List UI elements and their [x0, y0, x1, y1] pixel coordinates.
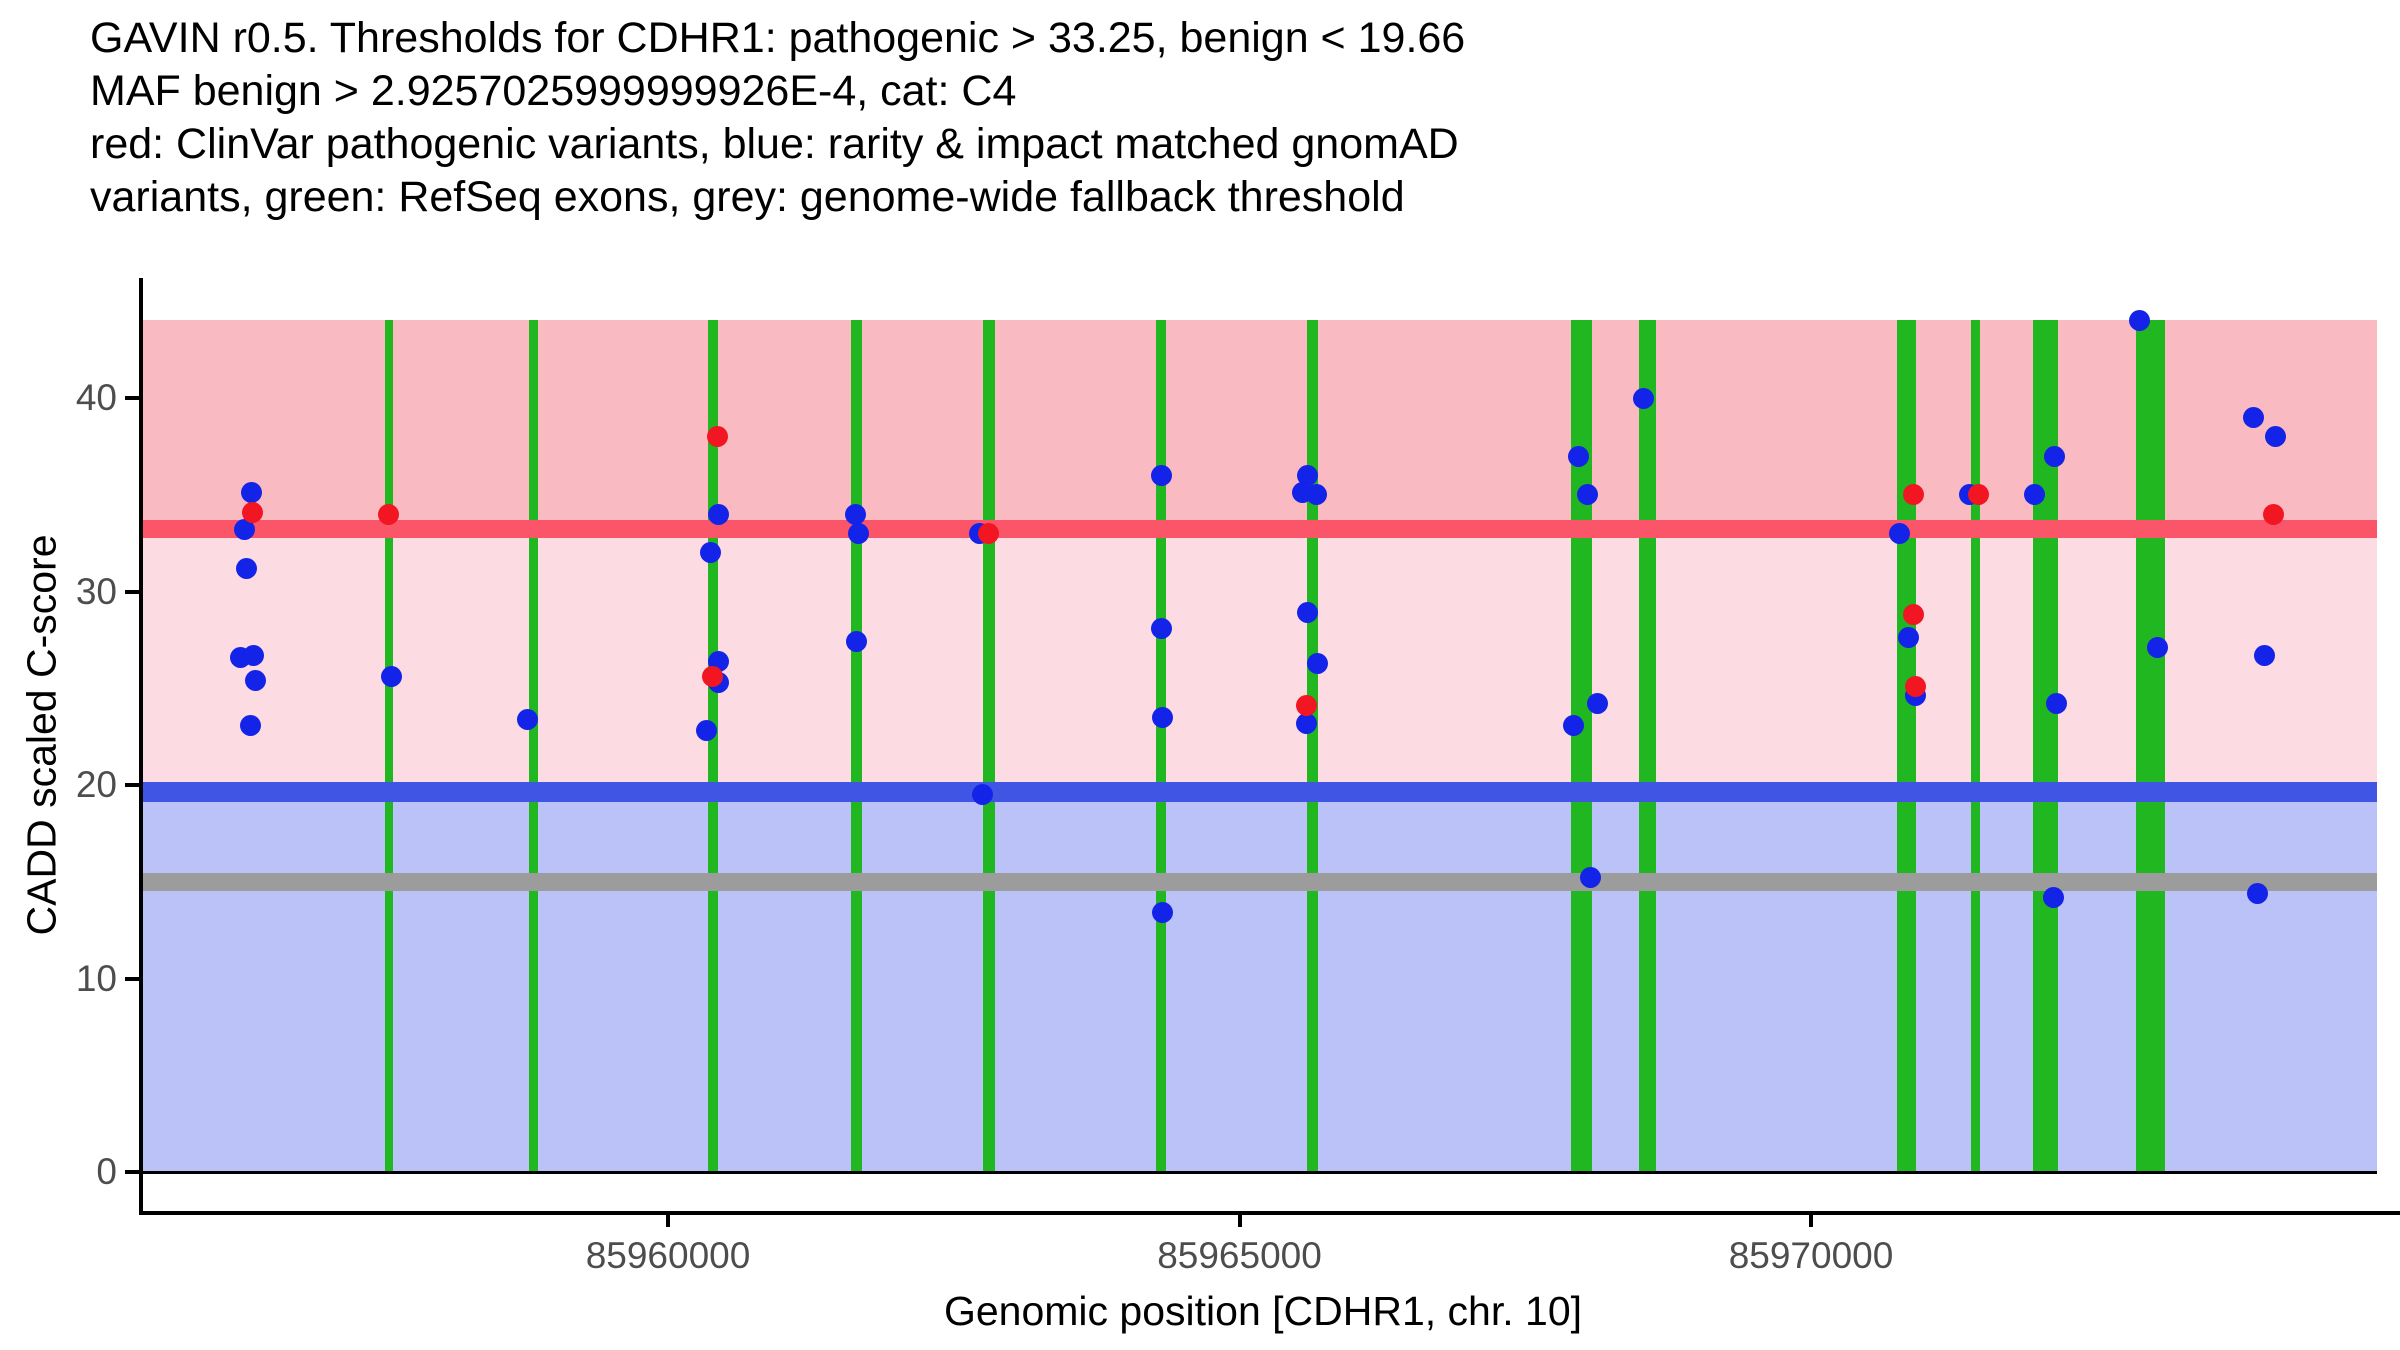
gnomad-point [245, 670, 267, 691]
gnomad-point [971, 784, 993, 806]
gnomad-point [700, 542, 722, 564]
refseq-exon-bar [2136, 320, 2166, 1172]
refseq-exon-bar [1156, 320, 1167, 1172]
y-axis-title: CADD scaled C-score [18, 534, 65, 936]
gnomad-point [2046, 693, 2068, 715]
y-axis-tick [125, 1170, 139, 1174]
plot-title-line4: variants, green: RefSeq exons, grey: gen… [90, 173, 1405, 221]
gnomad-point [243, 644, 265, 666]
gnomad-point [1889, 522, 1911, 544]
gnomad-point [1586, 693, 1608, 715]
clinvar-point [1903, 484, 1925, 506]
gnomad-point [847, 522, 869, 544]
refseq-exon-bar [1639, 320, 1657, 1172]
gnomad-point [1306, 652, 1328, 674]
clinvar-point [977, 522, 999, 544]
fallback-threshold-line [141, 872, 2377, 891]
refseq-exon-bar [1971, 320, 1981, 1172]
gnomad-point [845, 631, 867, 653]
y-axis-tick-label: 20 [75, 764, 117, 805]
gnomad-point [1632, 387, 1654, 409]
gnomad-point [236, 557, 258, 579]
gnomad-point [381, 666, 403, 688]
gnomad-point [2147, 637, 2169, 659]
clinvar-point [242, 501, 264, 523]
gnomad-point [2254, 644, 2276, 666]
gnomad-point [240, 714, 262, 736]
x-axis-line [139, 1211, 2400, 1215]
y-axis-tick [125, 783, 139, 787]
gnomad-point [1305, 484, 1327, 506]
x-axis-tick-label: 85960000 [585, 1235, 751, 1276]
gnomad-point [2265, 426, 2287, 448]
y-axis-tick [125, 396, 139, 400]
refseq-exon-bar [983, 320, 996, 1172]
gnomad-point [2247, 882, 2269, 904]
clinvar-point [1905, 675, 1927, 697]
gnomad-point [707, 503, 729, 525]
gnomad-point [2024, 484, 2046, 506]
pathogenic-threshold-line [141, 519, 2377, 538]
y-axis-tick-label: 40 [75, 377, 117, 418]
x-axis-tick-label: 85970000 [1728, 1235, 1894, 1276]
clinvar-point [1968, 484, 1990, 506]
plot-title-line3: red: ClinVar pathogenic variants, blue: … [90, 120, 1459, 168]
benign-zone-band [141, 791, 2377, 1172]
gnomad-point [1151, 706, 1173, 728]
gnomad-point [1296, 602, 1318, 624]
gnomad-point [1580, 867, 1601, 889]
x-axis-title: Genomic position [CDHR1, chr. 10] [943, 1288, 1583, 1334]
refseq-exon-bar [1897, 320, 1917, 1172]
plot-title-line1: GAVIN r0.5. Thresholds for CDHR1: pathog… [90, 14, 1466, 62]
gnomad-point [2044, 445, 2066, 467]
y-axis-tick-label: 30 [75, 570, 117, 612]
gnomad-point [696, 720, 718, 742]
refseq-exon-bar [708, 320, 719, 1172]
y-axis-tick-label: 0 [96, 1151, 117, 1192]
clinvar-point [701, 666, 723, 688]
gnomad-point [1150, 617, 1172, 639]
uncertain-zone-band [141, 528, 2377, 792]
zero-baseline [141, 1171, 2377, 1174]
y-axis-tick-label: 10 [75, 957, 117, 999]
benign-threshold-line [141, 781, 2377, 802]
x-axis-tick [1809, 1215, 1813, 1227]
pathogenic-zone-band [141, 320, 2377, 529]
gnomad-point [1898, 627, 1920, 649]
clinvar-point [1903, 604, 1925, 626]
clinvar-point [706, 426, 728, 448]
y-axis-tick [125, 976, 139, 981]
plot-title-line2: MAF benign > 2.9257025999999926E-4, cat:… [90, 67, 1017, 115]
x-axis-tick [1237, 1215, 1242, 1227]
clinvar-point [1295, 695, 1317, 717]
gnomad-point [234, 519, 256, 541]
y-axis-line [139, 278, 143, 1215]
gnomad-point [2243, 406, 2265, 428]
clinvar-point [378, 503, 400, 525]
plot-title: GAVIN r0.5. Thresholds for CDHR1: pathog… [90, 12, 1465, 224]
refseq-exon-bar [529, 320, 539, 1172]
gnomad-point [1296, 464, 1318, 486]
gnomad-point [2043, 886, 2065, 908]
x-axis-tick [666, 1215, 670, 1227]
refseq-exon-bar [1306, 320, 1318, 1172]
gnomad-point [844, 503, 866, 525]
gnomad-point [2129, 310, 2151, 332]
clinvar-point [2263, 503, 2285, 525]
x-axis-tick-label: 85965000 [1157, 1235, 1322, 1276]
y-axis-tick [125, 589, 139, 594]
gnomad-point [1562, 714, 1584, 736]
gnomad-point [1151, 902, 1173, 924]
gnomad-point [1150, 464, 1172, 486]
gnomad-point [1577, 484, 1599, 506]
gnomad-point [517, 708, 539, 730]
gnomad-point [1295, 712, 1317, 734]
refseq-exon-bar [384, 320, 393, 1172]
gnomad-point [1568, 445, 1589, 467]
gnomad-point [241, 482, 263, 504]
refseq-exon-bar [850, 320, 862, 1172]
